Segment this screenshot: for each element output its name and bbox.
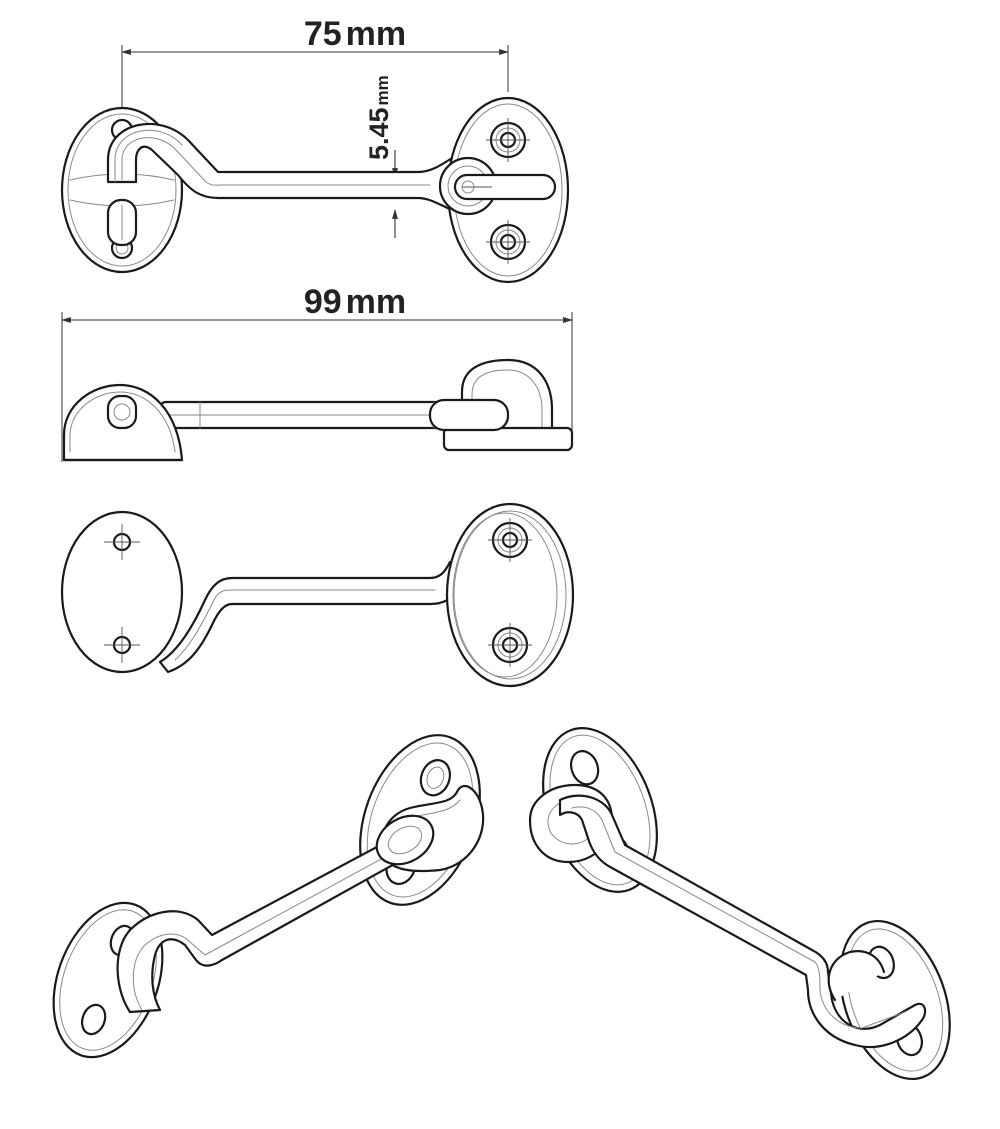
front-view bbox=[60, 502, 575, 688]
persp-right-staple bbox=[827, 950, 886, 1002]
side-pivot bbox=[106, 394, 138, 430]
perspective-right bbox=[528, 727, 951, 1081]
dimension-label-5-45: 5.45mm bbox=[364, 75, 394, 160]
screw-hole-bottom bbox=[486, 220, 530, 264]
staple-slot bbox=[453, 173, 557, 201]
screw-hole-top bbox=[486, 118, 530, 162]
side-right-base bbox=[442, 426, 574, 452]
persp-right-front-plate bbox=[839, 919, 951, 1081]
hook-rod bbox=[106, 122, 470, 212]
front-right-plate bbox=[445, 502, 575, 688]
front-left-hole-top bbox=[104, 524, 140, 560]
front-left-hole-bottom bbox=[104, 627, 140, 663]
persp-left-rod-eye bbox=[375, 814, 435, 866]
front-left-plate bbox=[60, 510, 184, 674]
persp-right-hook-rod bbox=[558, 794, 927, 1049]
perspective-left bbox=[52, 734, 485, 1059]
front-right-hole-top bbox=[488, 518, 532, 562]
front-right-hole-bottom bbox=[488, 623, 532, 667]
persp-left-hook-rod bbox=[116, 830, 422, 1014]
